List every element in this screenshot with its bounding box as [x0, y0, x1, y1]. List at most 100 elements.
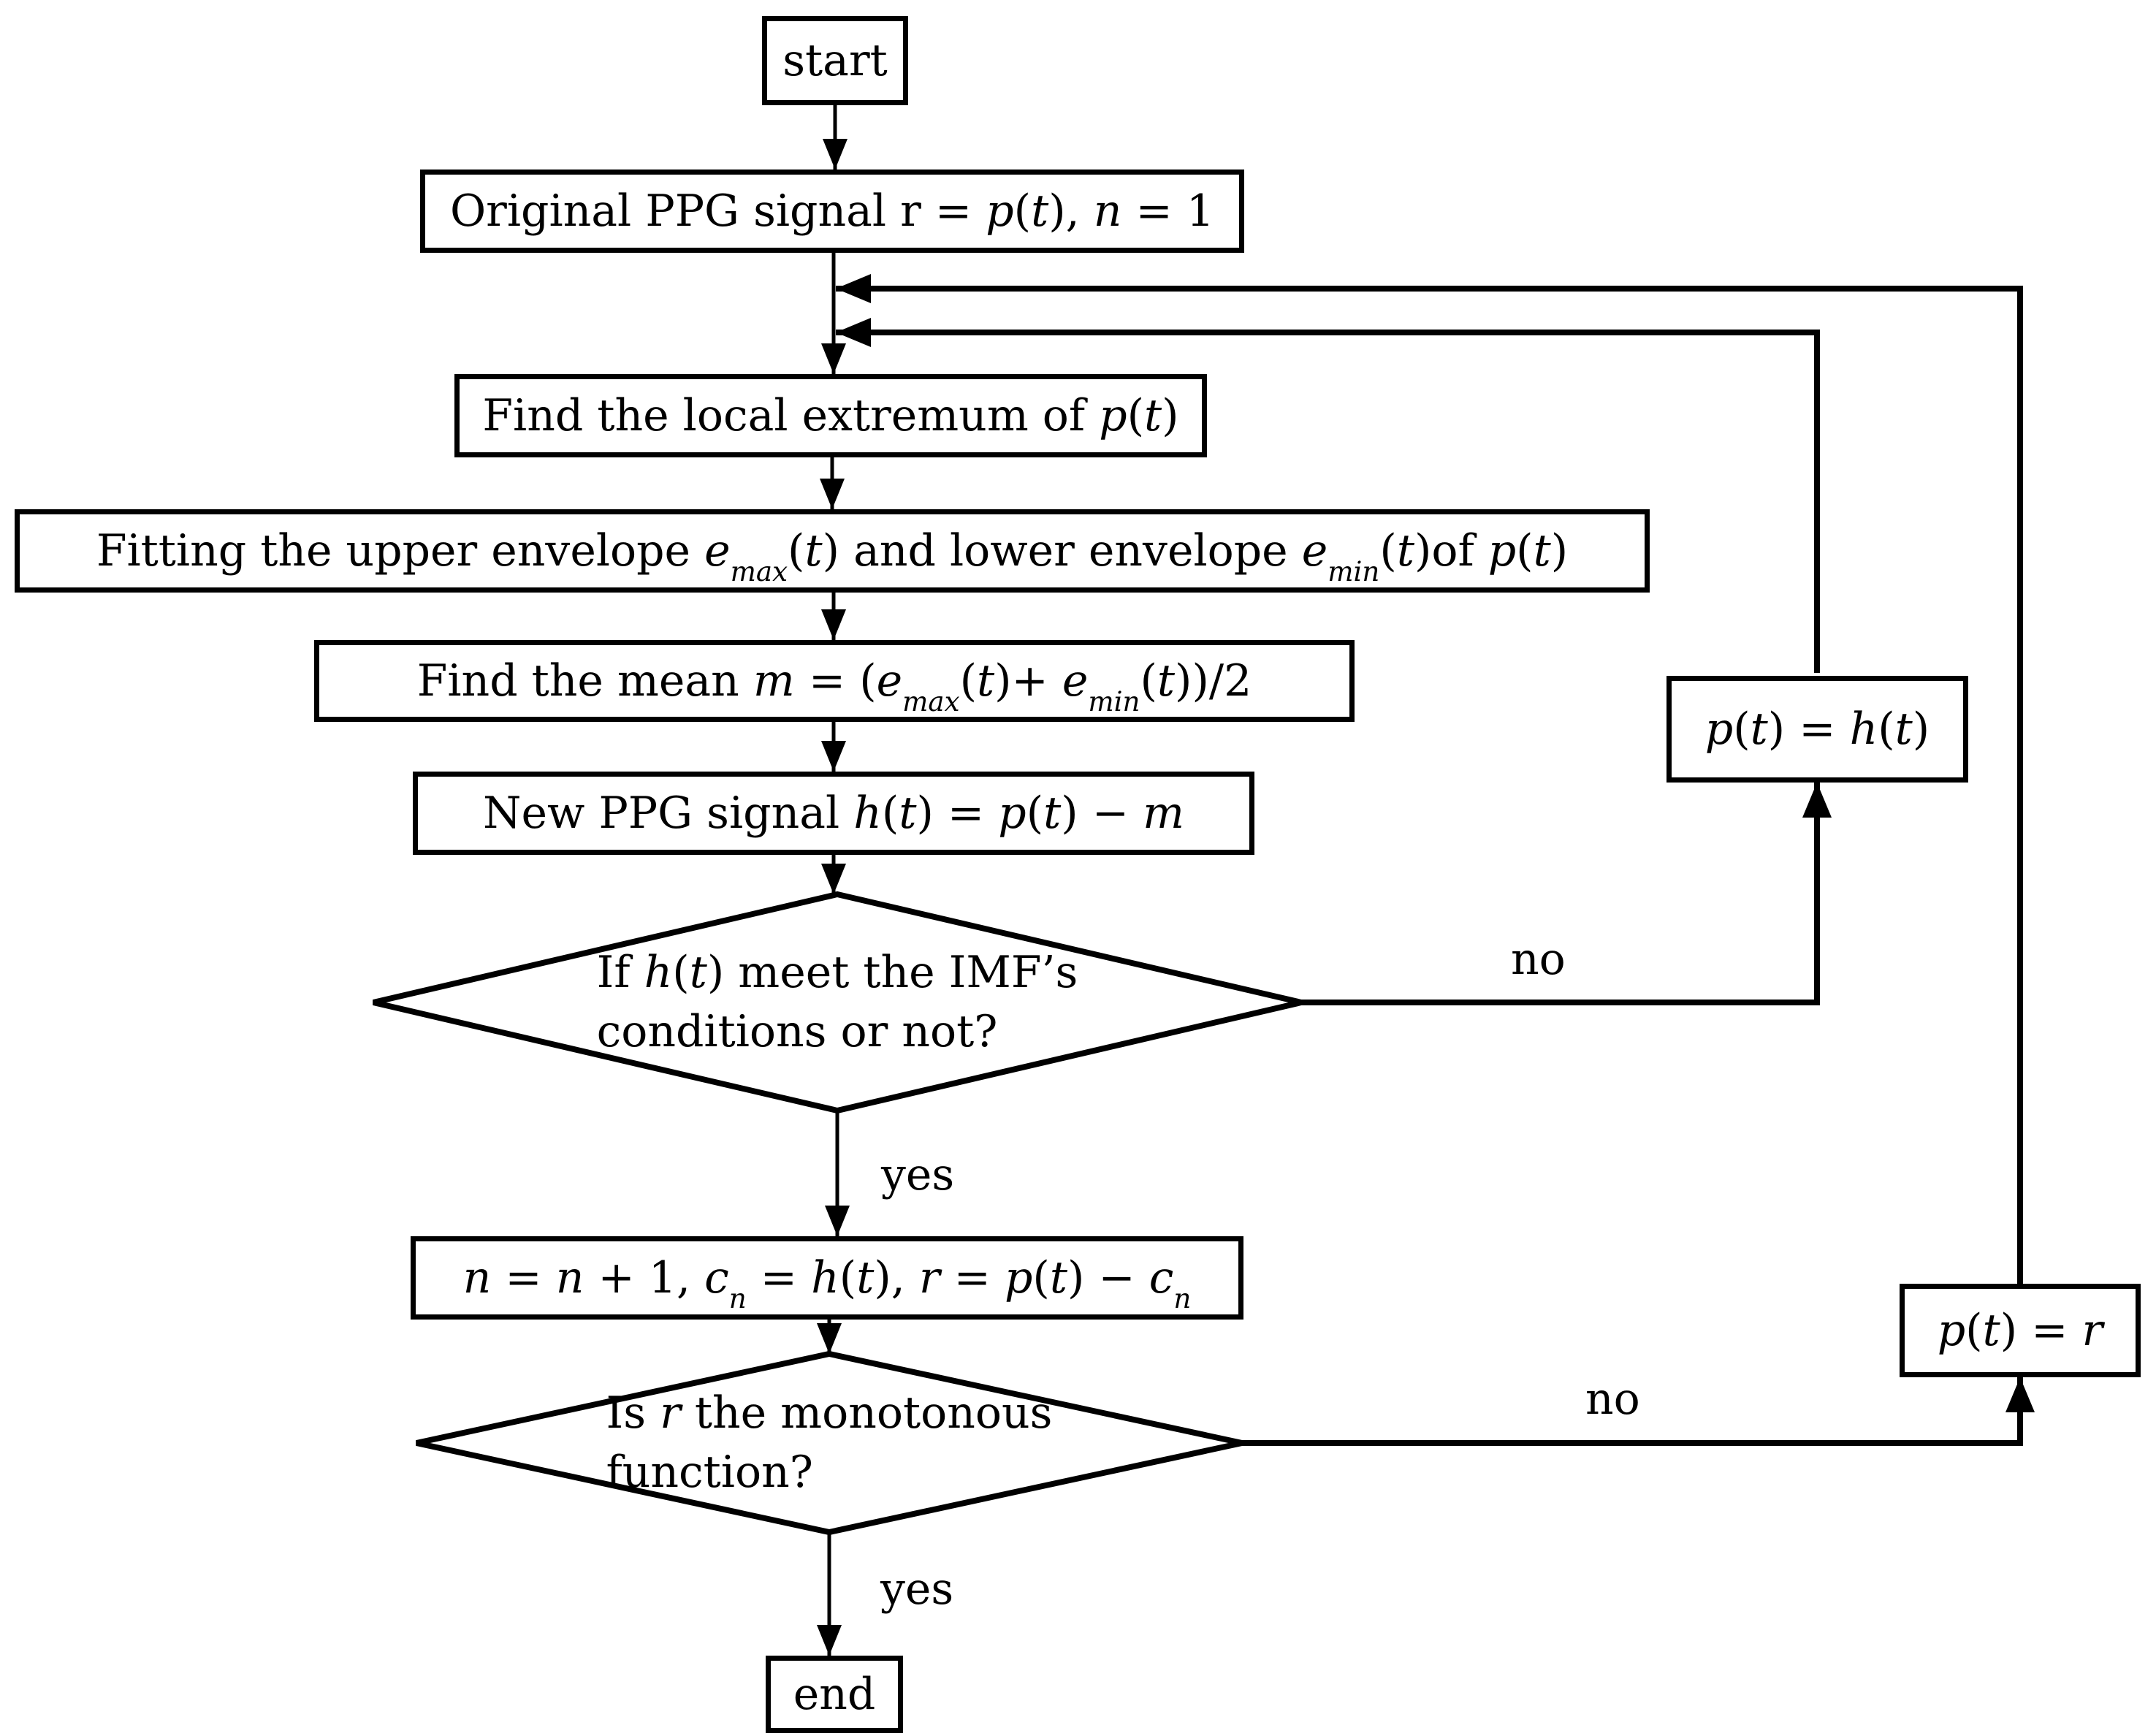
text-segment: (: [1032, 1252, 1050, 1303]
text-segment: c: [1149, 1252, 1174, 1303]
text-segment: r: [2081, 1305, 2103, 1356]
node-text-end: end: [793, 1670, 876, 1718]
text-segment: e: [876, 655, 903, 707]
text-segment: p: [1099, 390, 1127, 441]
text-segment: e: [704, 525, 731, 576]
text-segment: t: [899, 788, 917, 839]
text-segment: (: [1140, 655, 1157, 707]
arrowhead-monotonic-yes-to-end: [817, 1625, 842, 1656]
text-segment: ))/2: [1175, 655, 1252, 707]
text-segment: ) =: [2000, 1305, 2082, 1356]
text-segment: (: [881, 788, 899, 839]
text-segment: t: [804, 525, 823, 576]
text-segment: p: [1704, 704, 1734, 755]
text-segment: Fitting the upper envelope: [96, 525, 705, 576]
text-segment: h: [853, 788, 882, 839]
text-segment: max: [730, 555, 788, 588]
node-text-find-mean: Find the mean m = (emax(t)+ emin(t))/2: [416, 655, 1252, 715]
text-segment: h: [1849, 704, 1878, 755]
text-segment: ): [1162, 390, 1179, 441]
text-segment: min: [1088, 685, 1140, 718]
branch-label-yes-imf: yes: [881, 1149, 955, 1200]
arrowhead-envelopes-to-mean: [821, 609, 846, 640]
text-segment: (: [788, 525, 805, 576]
text-segment: t: [856, 1252, 875, 1303]
node-find-mean: Find the mean m = (emax(t)+ emin(t))/2: [314, 640, 1355, 722]
text-segment: (: [1878, 704, 1895, 755]
node-start: start: [762, 16, 908, 105]
text-segment: t: [1043, 788, 1062, 839]
node-shape-monotonic-decision: [416, 1350, 1243, 1536]
text-segment: ): [1550, 525, 1569, 576]
text-segment: =: [940, 1252, 1005, 1303]
text-segment: ) −: [1067, 1252, 1149, 1303]
arrowhead-mean-to-newsignal: [821, 741, 846, 772]
node-text-find-extremum: Find the local extremum of p(t): [482, 392, 1178, 440]
text-segment: )of: [1414, 525, 1488, 576]
text-segment: max: [902, 685, 960, 718]
text-segment: n: [1173, 1282, 1192, 1315]
arrowhead-start-to-original: [823, 139, 847, 170]
text-segment: = (: [794, 655, 877, 707]
node-end: end: [766, 1656, 903, 1733]
arrowhead-monotonic-no-to-ptr: [2005, 1377, 2035, 1412]
node-pt-equals-ht: p(t) = h(t): [1666, 676, 1968, 783]
text-segment: end: [793, 1669, 876, 1720]
text-segment: t: [976, 655, 995, 707]
text-segment: t: [1533, 525, 1551, 576]
node-text-pt-equals-ht: p(t) = h(t): [1705, 705, 1930, 753]
node-pt-equals-r: p(t) = r: [1900, 1284, 2141, 1377]
text-segment: New PPG signal: [483, 788, 854, 839]
text-segment: p: [1937, 1305, 1966, 1356]
text-segment: (: [1516, 525, 1534, 576]
text-segment: (: [1379, 525, 1397, 576]
branch-label-yes-monotonic: yes: [880, 1564, 954, 1615]
text-segment: ) −: [1061, 788, 1143, 839]
node-find-extremum: Find the local extremum of p(t): [454, 374, 1207, 457]
text-segment: t: [1049, 1252, 1067, 1303]
node-text-fit-envelopes: Fitting the upper envelope emax(t) and l…: [96, 525, 1569, 585]
text-segment: =: [491, 1252, 556, 1303]
node-text-original-signal: Original PPG signal r = p(t), n = 1: [450, 187, 1214, 235]
arrowhead-update-to-monotonic: [817, 1323, 842, 1354]
text-segment: (: [1965, 1305, 1983, 1356]
text-segment: (: [1013, 186, 1032, 237]
text-segment: p: [998, 788, 1026, 839]
arrowhead-imf-yes-to-update: [825, 1206, 850, 1236]
text-segment: ) and lower envelope: [822, 525, 1302, 576]
text-segment: n: [728, 1282, 747, 1315]
text-segment: m: [1143, 788, 1184, 839]
node-new-signal: New PPG signal h(t) = p(t) − m: [413, 772, 1254, 855]
text-segment: t: [1144, 390, 1162, 441]
node-original-signal: Original PPG signal r = p(t), n = 1: [420, 170, 1244, 253]
edge-imf-no-to-pth: [1301, 783, 1820, 1005]
text-segment: start: [782, 35, 888, 86]
node-text-new-signal: New PPG signal h(t) = p(t) − m: [483, 789, 1184, 837]
text-segment: (: [1026, 788, 1044, 839]
text-segment: t: [1396, 525, 1414, 576]
edge-pth-return: [836, 330, 1820, 673]
text-segment: Find the mean: [416, 655, 753, 707]
text-segment: r: [918, 1252, 940, 1303]
text-segment: t: [1157, 655, 1176, 707]
edge-ptr-return: [836, 286, 2023, 1284]
text-segment: Find the local extremum of: [482, 390, 1100, 441]
node-shape-imf-decision: [373, 891, 1302, 1114]
text-segment: p: [986, 186, 1014, 237]
text-segment: + 1,: [584, 1252, 705, 1303]
text-segment: Original PPG signal r =: [449, 186, 986, 237]
text-segment: e: [1301, 525, 1328, 576]
node-text-start: start: [782, 37, 887, 85]
text-segment: =: [746, 1252, 812, 1303]
text-segment: (: [959, 655, 977, 707]
arrowhead-extremum-to-envelopes: [820, 479, 845, 509]
text-segment: )+: [994, 655, 1062, 707]
text-segment: p: [1004, 1252, 1033, 1303]
text-segment: ),: [1048, 186, 1094, 237]
text-segment: ) =: [1767, 704, 1850, 755]
text-segment: t: [1982, 1305, 2000, 1356]
text-segment: h: [811, 1252, 839, 1303]
text-segment: m: [753, 655, 795, 707]
text-segment: min: [1327, 555, 1380, 588]
